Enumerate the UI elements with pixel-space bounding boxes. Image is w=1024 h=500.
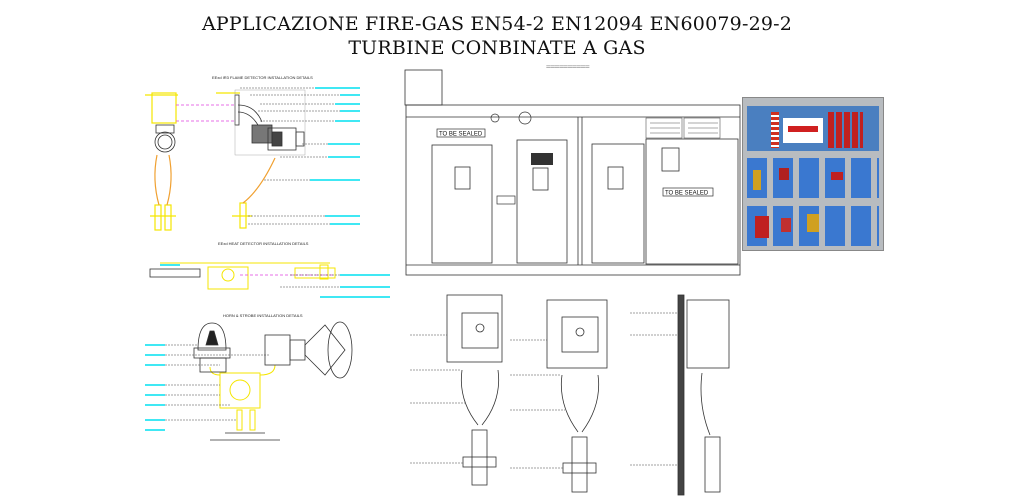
heat-detector-title: EExd HEAT DETECTOR INSTALLATION DETAILS xyxy=(218,241,309,246)
to-be-sealed-label-1: TO BE SEALED xyxy=(436,128,486,138)
separator: ========== xyxy=(546,62,590,71)
svg-text:TO BE SEALED: TO BE SEALED xyxy=(439,132,483,138)
title-line-2: TURBINE CONBINATE A GAS xyxy=(348,37,646,59)
container-elevation-drawing: TO BE SEALED TO BE SEALED xyxy=(404,69,741,276)
manual-call-point-drawing xyxy=(410,294,730,496)
to-be-sealed-label-2: TO BE SEALED xyxy=(662,187,714,197)
flame-detector-title: EExd IR3 FLAME DETECTOR INSTALLATION DET… xyxy=(212,75,313,80)
svg-text:TO BE SEALED: TO BE SEALED xyxy=(665,191,709,197)
heat-and-horn-drawing: EExd HEAT DETECTOR INSTALLATION DETAILS … xyxy=(145,241,390,441)
flame-detector-drawing: EExd IR3 FLAME DETECTOR INSTALLATION DET… xyxy=(145,75,360,231)
horn-strobe-title: HORN & STROBE INSTALLATION DETAILS xyxy=(223,313,303,318)
title-line-1: APPLICAZIONE FIRE-GAS EN54-2 EN12094 EN6… xyxy=(201,13,793,35)
fire-gas-panel-photo xyxy=(742,97,884,251)
